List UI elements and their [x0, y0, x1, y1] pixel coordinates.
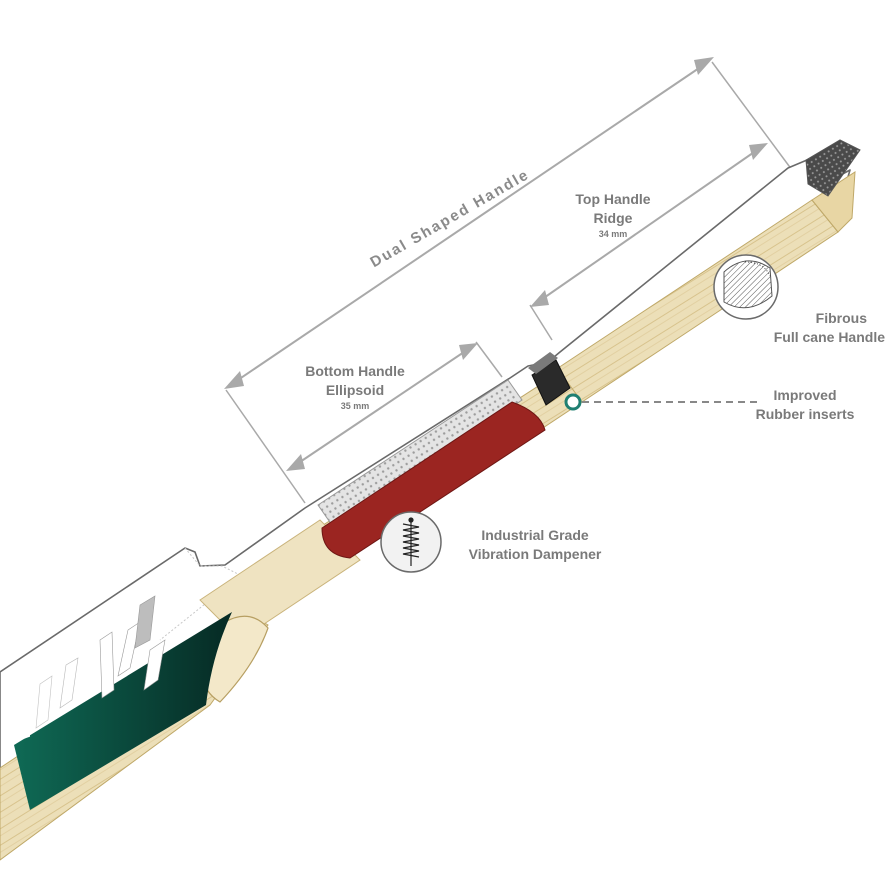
- top-ridge-extension: [529, 304, 553, 341]
- top-ridge-measure: 34 mm: [598, 229, 628, 239]
- rubber-callout: [564, 393, 760, 411]
- red-handle-sleeve: [321, 401, 546, 559]
- top-ridge-dimension-line: [537, 147, 761, 303]
- top-handle-ridge-label: Top Handle Ridge 34 mm: [565, 190, 661, 240]
- spring-icon: [402, 517, 420, 566]
- dual-handle-dimension-line: [231, 61, 709, 385]
- handle-grip-sleeve: [317, 379, 523, 529]
- bottom-ellipsoid-arrow-right: [459, 343, 478, 360]
- rubber-line2: Rubber inserts: [755, 406, 855, 422]
- vibration-line2: Vibration Dampener: [468, 546, 602, 562]
- bottom-ellipsoid-arrow-left: [286, 454, 305, 471]
- fibrous-handle-label: Fibrous Full cane Handle: [745, 309, 885, 347]
- fibrous-callout: [713, 254, 779, 320]
- top-ridge-line2: Ridge: [593, 210, 633, 226]
- top-ridge-line1: Top Handle: [575, 191, 651, 207]
- brand-sticker-text: VAR: [18, 704, 33, 740]
- bat-body: [0, 139, 861, 861]
- sticker-graphics: [35, 595, 166, 729]
- rubber-inserts-label: Improved Rubber inserts: [745, 386, 865, 424]
- fibrous-line2: Full cane Handle: [773, 329, 885, 345]
- handle-top-end: [811, 171, 856, 233]
- fibrous-line1: Fibrous: [815, 310, 867, 326]
- rubber-ring-icon: [564, 393, 582, 411]
- dual-handle-extension-right: [711, 61, 793, 171]
- rubber-insert-cap: [528, 352, 558, 374]
- bottom-handle-ellipsoid-label: Bottom Handle Ellipsoid 35 mm: [293, 362, 417, 412]
- dual-handle-extension-left: [225, 389, 306, 504]
- bottom-ellipsoid-line2: Ellipsoid: [325, 382, 385, 398]
- vibration-line1: Industrial Grade: [481, 527, 589, 543]
- dimension-lines: [224, 57, 793, 504]
- rubber-line1: Improved: [773, 387, 837, 403]
- top-ridge-arrow-left: [530, 290, 549, 307]
- bottom-ellipsoid-measure: 35 mm: [340, 401, 370, 411]
- brand-sticker: [14, 612, 232, 810]
- dual-handle-arrow-right: [694, 57, 714, 75]
- fibrous-texture-icon: [723, 260, 773, 309]
- handle-cap-grip: [805, 139, 861, 197]
- top-ridge-arrow-right: [749, 143, 768, 160]
- bottom-ellipsoid-extension: [475, 341, 503, 378]
- bottom-ellipsoid-dimension-line: [293, 347, 471, 467]
- vibration-dampener-label: Industrial Grade Vibration Dampener: [455, 526, 615, 564]
- vibration-callout: [380, 511, 442, 573]
- dual-handle-arrow-left: [224, 371, 244, 389]
- bottom-ellipsoid-line1: Bottom Handle: [305, 363, 405, 379]
